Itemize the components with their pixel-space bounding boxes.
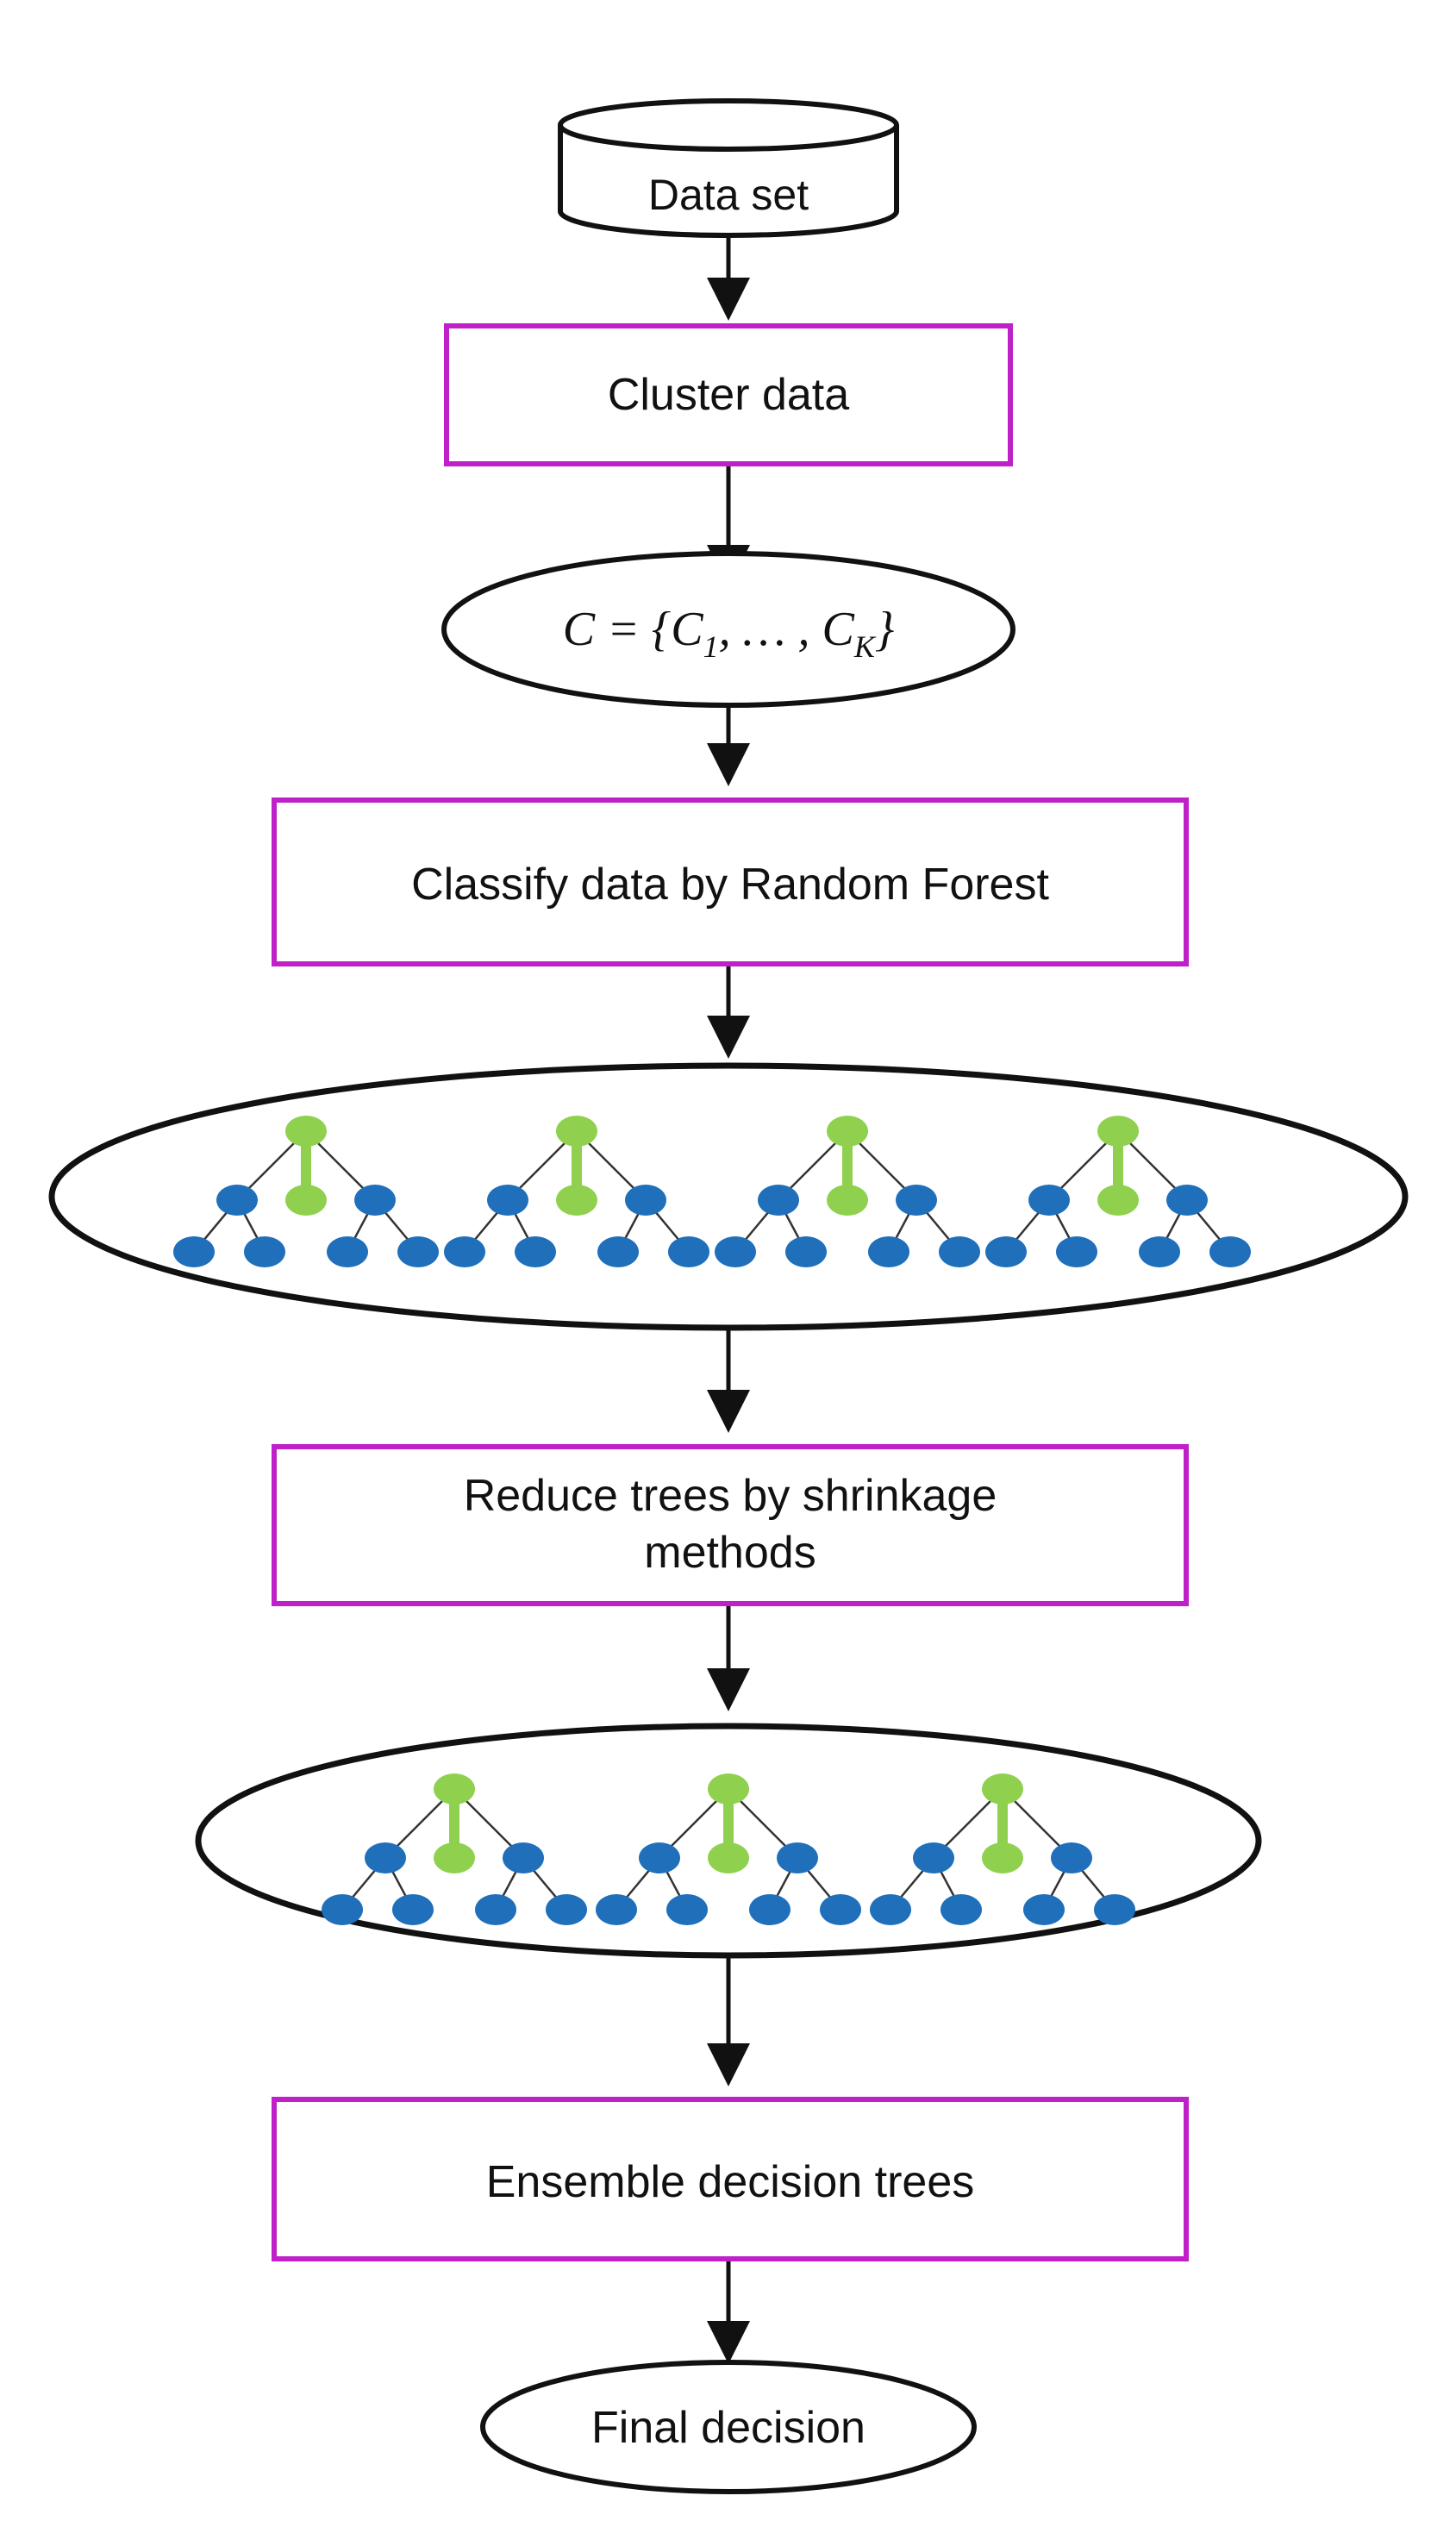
tree-child-node: [392, 1894, 434, 1925]
decision-tree-icon: [444, 1116, 709, 1267]
tree-child-node: [244, 1236, 285, 1267]
tree-child-node: [322, 1894, 363, 1925]
clusters-formula-sub-k: K: [853, 629, 877, 664]
forest-reduced-node: [195, 1723, 1262, 1959]
tree-child-node: [868, 1236, 909, 1267]
tree-child-node: [503, 1842, 544, 1873]
tree-child-node: [758, 1185, 799, 1216]
tree-child-node: [1051, 1842, 1092, 1873]
tree-child-node: [1094, 1894, 1135, 1925]
final-decision-label: Final decision: [591, 2403, 865, 2453]
tree-child-node: [1139, 1236, 1180, 1267]
tree-green-child-node: [556, 1185, 597, 1216]
clusters-formula-main: C = {C: [563, 603, 704, 656]
tree-child-node: [1023, 1894, 1065, 1925]
data-set-node: Data set: [558, 98, 899, 238]
ensemble-label: Ensemble decision trees: [486, 2157, 975, 2207]
tree-child-node: [777, 1842, 818, 1873]
tree-child-node: [365, 1842, 406, 1873]
ensemble-node: Ensemble decision trees: [272, 2097, 1189, 2261]
clusters-formula-end: }: [875, 603, 894, 656]
decision-tree-icon: [322, 1773, 587, 1925]
tree-root-node: [708, 1773, 749, 1805]
decision-tree-icon: [173, 1116, 439, 1267]
tree-child-node: [1166, 1185, 1208, 1216]
tree-child-node: [985, 1236, 1027, 1267]
cluster-data-label: Cluster data: [608, 370, 849, 420]
decision-tree-icon: [870, 1773, 1135, 1925]
clusters-formula-sub-1: 1: [703, 629, 719, 664]
data-set-label: Data set: [648, 171, 809, 219]
classify-node: Classify data by Random Forest: [272, 798, 1189, 966]
tree-green-child-node: [285, 1185, 327, 1216]
tree-child-node: [487, 1185, 528, 1216]
tree-green-child-node: [982, 1842, 1023, 1873]
tree-child-node: [749, 1894, 790, 1925]
reduce-label-line-2: methods: [644, 1528, 815, 1578]
tree-child-node: [820, 1894, 861, 1925]
decision-tree-icon: [985, 1116, 1251, 1267]
tree-root-node: [982, 1773, 1023, 1805]
tree-child-node: [913, 1842, 954, 1873]
decision-tree-icon: [715, 1116, 980, 1267]
reduce-node: Reduce trees by shrinkage methods: [272, 1444, 1189, 1606]
tree-child-node: [173, 1236, 215, 1267]
tree-green-child-node: [434, 1842, 475, 1873]
tree-child-node: [1209, 1236, 1251, 1267]
tree-child-node: [546, 1894, 587, 1925]
tree-child-node: [597, 1236, 639, 1267]
final-decision-node: Final decision: [480, 2360, 977, 2494]
tree-child-node: [666, 1894, 708, 1925]
tree-child-node: [625, 1185, 666, 1216]
forest-reduced-trees: [322, 1773, 1135, 1925]
tree-child-node: [327, 1236, 368, 1267]
tree-child-node: [785, 1236, 827, 1267]
decision-tree-icon: [596, 1773, 861, 1925]
tree-child-node: [715, 1236, 756, 1267]
tree-root-node: [434, 1773, 475, 1805]
tree-child-node: [475, 1894, 516, 1925]
tree-child-node: [397, 1236, 439, 1267]
tree-child-node: [515, 1236, 556, 1267]
tree-root-node: [827, 1116, 868, 1147]
forest-all-node: [48, 1062, 1409, 1331]
tree-child-node: [444, 1236, 485, 1267]
tree-child-node: [940, 1894, 982, 1925]
tree-child-node: [639, 1842, 680, 1873]
tree-green-child-node: [708, 1842, 749, 1873]
tree-child-node: [668, 1236, 709, 1267]
reduce-label-line-1: Reduce trees by shrinkage: [464, 1471, 997, 1521]
tree-child-node: [596, 1894, 637, 1925]
tree-green-child-node: [827, 1185, 868, 1216]
tree-child-node: [354, 1185, 396, 1216]
tree-child-node: [896, 1185, 937, 1216]
tree-root-node: [1097, 1116, 1139, 1147]
clusters-node: C = {C1, … , CK}: [441, 551, 1015, 708]
tree-green-child-node: [1097, 1185, 1139, 1216]
tree-child-node: [939, 1236, 980, 1267]
clusters-formula: C = {C1, … , CK}: [563, 603, 894, 664]
tree-root-node: [285, 1116, 327, 1147]
classify-label: Classify data by Random Forest: [411, 860, 1049, 910]
tree-root-node: [556, 1116, 597, 1147]
tree-child-node: [1056, 1236, 1097, 1267]
tree-child-node: [870, 1894, 911, 1925]
clusters-formula-mid: , … , C: [719, 603, 855, 656]
tree-child-node: [1028, 1185, 1070, 1216]
forest-all-trees: [173, 1116, 1251, 1267]
cluster-data-node: Cluster data: [444, 323, 1013, 466]
tree-child-node: [216, 1185, 258, 1216]
